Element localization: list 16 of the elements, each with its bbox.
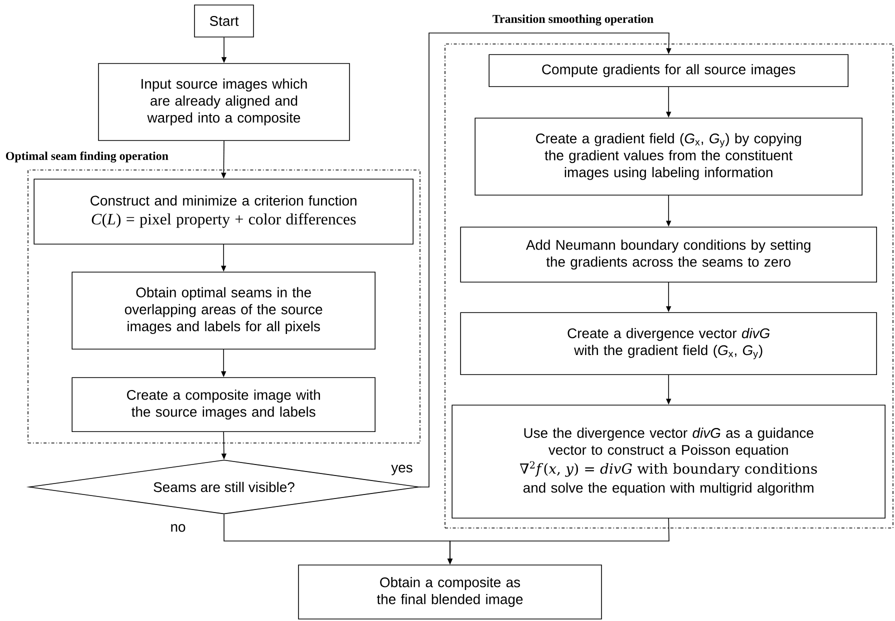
process-box: Construct and minimize a criterion function C(L) = pixel property + color differences: [34, 178, 414, 244]
edge-label: no: [169, 523, 187, 533]
process-box: Create a composite image with the source images and labels: [72, 377, 376, 432]
process-box: Use the divergence vector divG as a guidance vector to construct a Poisson equation ∇$^{2}$f(x, y) = divG with boundary conditions and solve the equation with multigrid algorithm: [452, 404, 886, 518]
process-box: Obtain optimal seams in the overlapping areas of the source images and labels for all pixels: [72, 272, 376, 350]
process-box: Create a gradient field (G$_{x}$, G$_{y}$) by copying the gradient values from the constituent images using labeling information: [474, 118, 862, 196]
process-box: Create a divergence vector divG with the gradient field (G$_{x}$, G$_{y}$): [460, 312, 877, 375]
group-heading: Optimal seam finding operation: [6, 151, 168, 163]
process-box: Start: [194, 4, 254, 38]
process-box: Input source images which are already aligned and warped into a composite: [98, 63, 350, 141]
arrow: [419, 32, 672, 488]
edge-label: yes: [390, 464, 414, 476]
process-box: Compute gradients for all source images: [488, 54, 848, 87]
process-box: Obtain a composite as the final blended image: [298, 564, 602, 620]
process-box: Add Neumann boundary conditions by setting the gradients across the seams to zero: [460, 226, 877, 282]
group-heading: Transition smoothing operation: [492, 14, 654, 26]
